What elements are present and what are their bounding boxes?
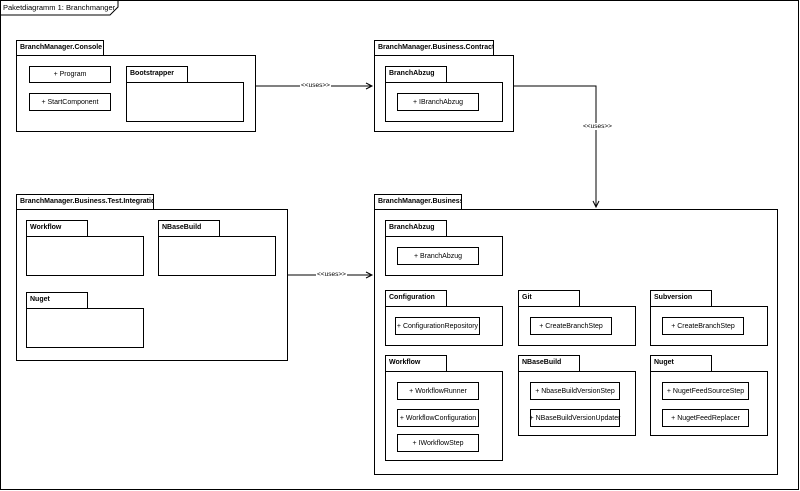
class-iworkflowstep[interactable]: + IWorkflowStep xyxy=(397,434,479,452)
uses-label-test-business: <<uses>> xyxy=(316,271,347,278)
class-workflowrunner[interactable]: + WorkflowRunner xyxy=(397,382,479,400)
class-nugetfeedreplacer[interactable]: + NugetFeedReplacer xyxy=(662,409,749,427)
frame-title-tab xyxy=(0,0,119,16)
package-bootstrapper[interactable] xyxy=(126,82,244,122)
dependency-contract-business-arrowhead xyxy=(592,200,600,209)
class-configurationrepository[interactable]: + ConfigurationRepository xyxy=(395,317,480,335)
dependency-console-contract-arrowhead xyxy=(365,82,374,90)
package-test-workflow[interactable] xyxy=(26,236,144,276)
class-git-createbranchstep[interactable]: + CreateBranchStep xyxy=(530,317,612,335)
package-test-nbasebuild[interactable] xyxy=(158,236,276,276)
class-program[interactable]: + Program xyxy=(29,66,111,83)
package-test-nuget[interactable] xyxy=(26,308,144,348)
class-ibranchabzug[interactable]: + IBranchAbzug xyxy=(397,93,479,111)
class-subversion-createbranchstep[interactable]: + CreateBranchStep xyxy=(662,317,744,335)
class-nugetfeedsourcestep[interactable]: + NugetFeedSourceStep xyxy=(662,382,749,400)
class-nbasebuildversionupdater[interactable]: + NBaseBuildVersionUpdater xyxy=(530,409,620,427)
class-nbasebuildversionstep[interactable]: + NbaseBuildVersionStep xyxy=(530,382,620,400)
dependency-test-business-arrowhead xyxy=(365,271,374,279)
class-workflowconfiguration[interactable]: + WorkflowConfiguration xyxy=(397,409,479,427)
uses-label-console-contract: <<uses>> xyxy=(300,82,331,89)
class-branchabzug[interactable]: + BranchAbzug xyxy=(397,247,479,265)
frame-title: Paketdiagramm 1: Branchmanger xyxy=(3,3,116,12)
dependency-contract-business-line xyxy=(514,85,597,207)
uses-label-contract-business: <<uses>> xyxy=(582,123,613,130)
class-startcomponent[interactable]: + StartComponent xyxy=(29,93,111,111)
